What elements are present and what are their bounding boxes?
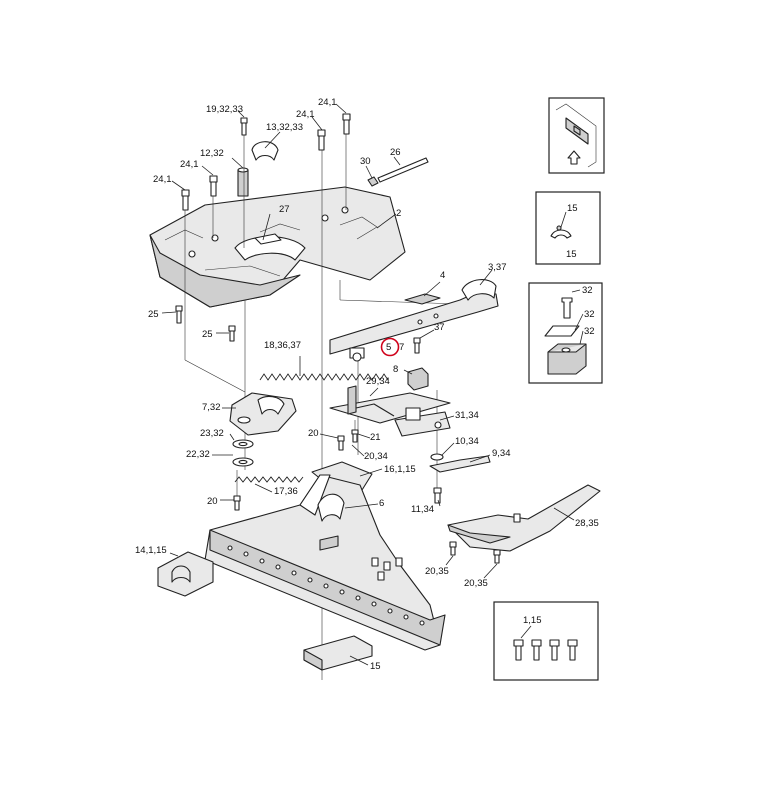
label-24-1-a: 24,1 — [296, 109, 315, 120]
label-20-a: 20 — [308, 428, 319, 439]
label-11-34: 11,34 — [411, 504, 434, 515]
label-20-b: 20 — [207, 496, 218, 507]
label-16-1-15: 16,1,15 — [384, 464, 416, 475]
label-2: 2 — [396, 208, 401, 219]
label-20-35-a: 20,35 — [425, 566, 449, 577]
label-7-32: 7,32 — [202, 402, 221, 413]
label-19-32-33: 19,32,33 — [206, 104, 243, 115]
lock-jaw-7 — [229, 392, 297, 511]
label-29-34: 29,34 — [366, 376, 390, 387]
label-17-36: 17,36 — [274, 486, 298, 497]
fifth-wheel-top-plate — [149, 186, 406, 308]
label-24-1-c: 24,1 — [180, 159, 199, 170]
label-13-32-33: 13,32,33 — [266, 122, 303, 133]
label-15-inset-a: 15 — [567, 203, 578, 214]
bolt-25-right — [228, 325, 236, 332]
label-32-c: 32 — [584, 326, 595, 337]
label-1-15: 1,15 — [523, 615, 542, 626]
label-4: 4 — [440, 270, 445, 281]
label-24-1-d: 24,1 — [153, 174, 172, 185]
label-18-36-37: 18,36,37 — [264, 340, 301, 351]
highlight-part-5 — [380, 337, 400, 357]
mounting-bracket-6 — [204, 474, 446, 651]
label-5: 5 — [386, 342, 391, 353]
label-14-1-15: 14,1,15 — [135, 545, 167, 556]
bolt-25-left — [175, 305, 183, 312]
spring-17 — [234, 476, 304, 483]
bushing-14 — [157, 551, 214, 597]
label-32-a: 32 — [582, 285, 593, 296]
part-labels: 19,32,33 24,1 24,1 13,32,33 12,32 24,1 2… — [135, 97, 599, 672]
label-25-a: 25 — [148, 309, 159, 320]
inset-part-32: 32 32 32 — [528, 282, 603, 384]
label-21: 21 — [370, 432, 381, 443]
label-20-35-b: 20,35 — [464, 578, 488, 589]
label-7: 7 — [399, 342, 404, 353]
label-10-34: 10,34 — [455, 436, 479, 447]
lock-parts-8-29-31 — [329, 347, 451, 451]
small-parts-9-10-11 — [429, 453, 491, 504]
spring-18 — [259, 373, 389, 381]
inset-orientation — [548, 97, 605, 174]
top-bolts — [181, 113, 429, 211]
label-30: 30 — [360, 156, 371, 167]
label-8: 8 — [393, 364, 398, 375]
label-24-1-b: 24,1 — [318, 97, 337, 108]
label-15-inset-b: 15 — [566, 249, 577, 260]
label-6: 6 — [379, 498, 384, 509]
release-handle-3 — [329, 279, 499, 355]
label-9-34: 9,34 — [492, 448, 511, 459]
label-3-37: 3,37 — [488, 262, 507, 273]
label-31-34: 31,34 — [455, 410, 479, 421]
label-26: 26 — [390, 147, 401, 158]
lever-arm-28 — [447, 484, 601, 564]
inset-part-15-pin: 15 15 — [535, 191, 601, 265]
inset-bolts-1-15: 1,15 — [493, 601, 599, 681]
label-12-32: 12,32 — [200, 148, 224, 159]
label-22-32: 22,32 — [186, 449, 210, 460]
label-28-35: 28,35 — [575, 518, 599, 529]
label-25-b: 25 — [202, 329, 213, 340]
label-27: 27 — [279, 204, 290, 215]
label-20-34: 20,34 — [364, 451, 388, 462]
label-37: 37 — [434, 322, 445, 333]
label-leaders — [161, 103, 575, 666]
label-15-main: 15 — [370, 661, 381, 672]
label-32-b: 32 — [584, 309, 595, 320]
label-23-32: 23,32 — [200, 428, 224, 439]
